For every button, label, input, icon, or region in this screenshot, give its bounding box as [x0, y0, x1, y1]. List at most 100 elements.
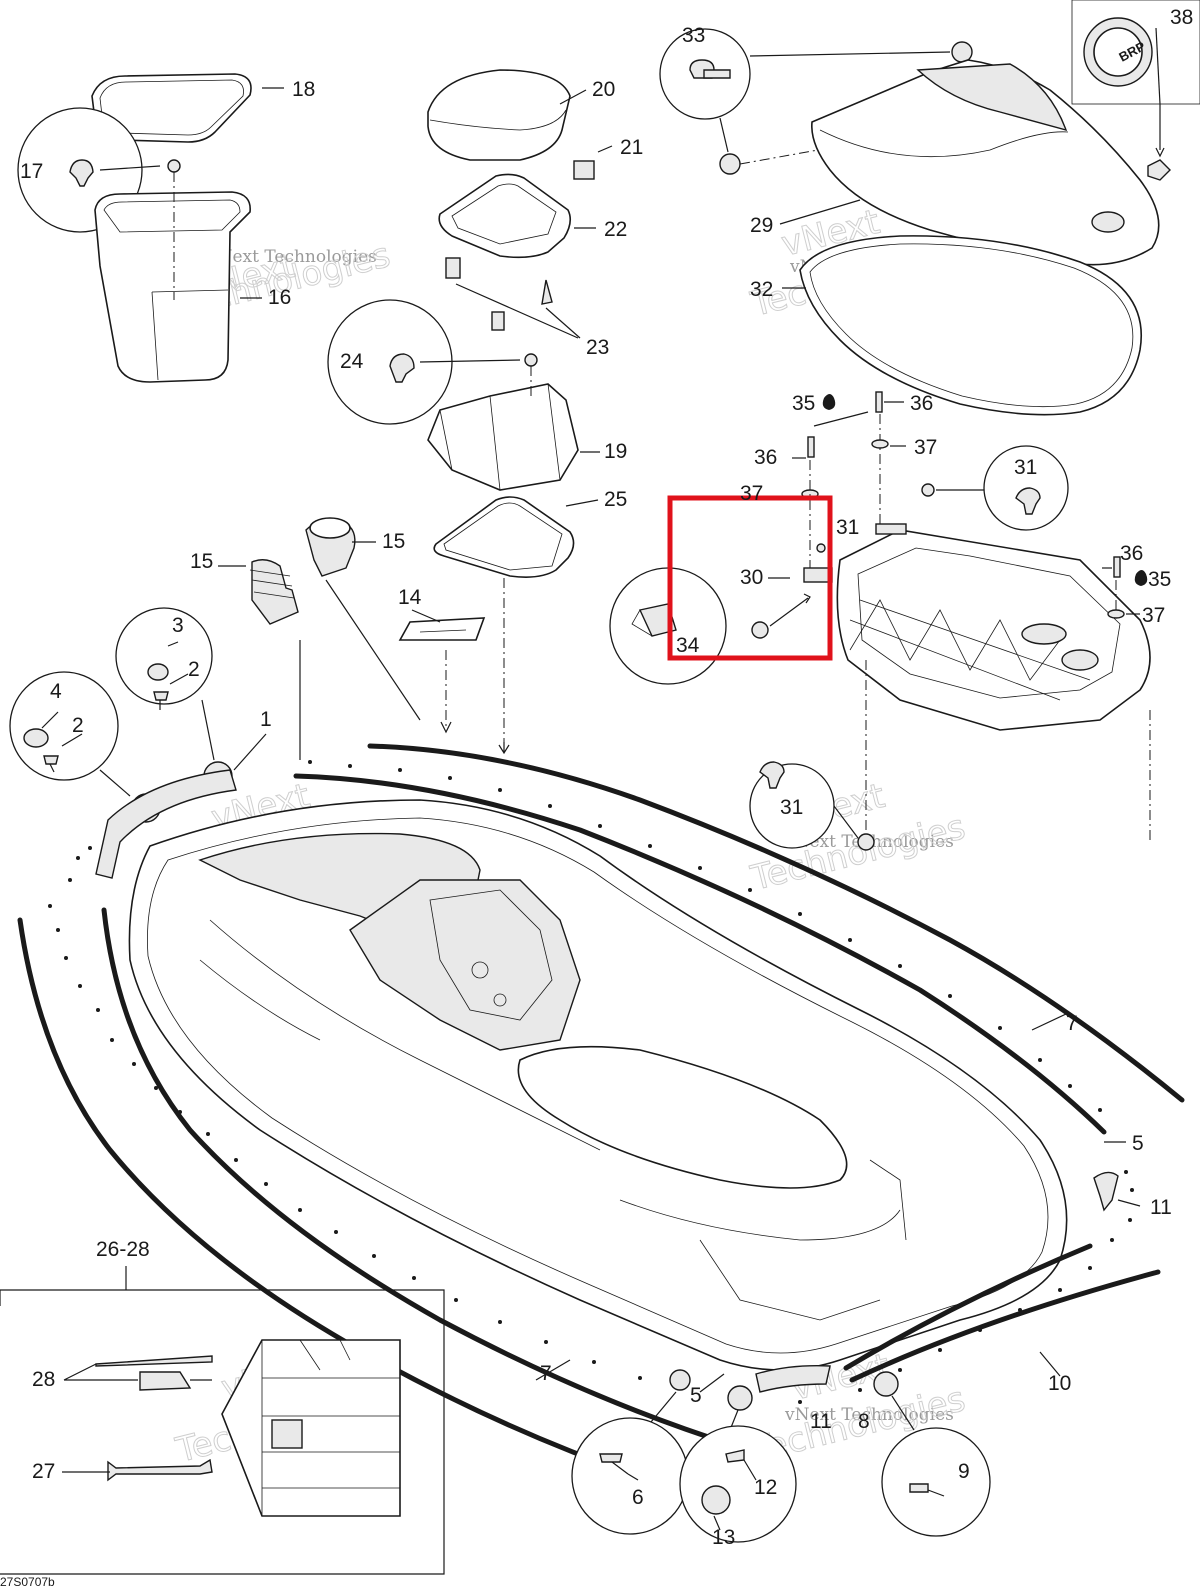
label-7a: 7 — [1066, 1012, 1078, 1035]
stern-cap-11 — [1093, 1171, 1119, 1212]
bellow-15a — [251, 559, 299, 625]
detail-bubble-12 — [679, 1425, 797, 1543]
clip-23b — [541, 279, 553, 305]
label-30: 30 — [740, 566, 763, 589]
glovebox-assembly — [327, 69, 613, 755]
label-4: 4 — [50, 680, 62, 703]
bottom-fasteners — [571, 1369, 991, 1543]
screw-9 — [909, 1483, 929, 1493]
nut-4 — [23, 728, 49, 748]
push-rivet-24 — [389, 353, 415, 383]
label-37c: 37 — [1142, 604, 1165, 627]
glovebox-lid-20 — [427, 69, 571, 161]
label-34: 34 — [676, 634, 700, 657]
label-38: 38 — [1170, 6, 1193, 29]
cap-13 — [701, 1485, 731, 1515]
label-15b: 15 — [382, 530, 405, 553]
label-11b: 11 — [810, 1410, 832, 1433]
label-17: 17 — [20, 160, 43, 183]
label-32: 32 — [750, 278, 773, 301]
label-33: 33 — [682, 24, 705, 47]
document-id: 27S0707b — [0, 1575, 55, 1589]
label-12: 12 — [754, 1476, 777, 1499]
seal-32 — [799, 235, 1142, 416]
label-26-28: 26-28 — [96, 1238, 150, 1261]
label-10: 10 — [1048, 1372, 1071, 1395]
label-18: 18 — [292, 78, 315, 101]
rivet-31b — [759, 761, 785, 789]
top-cover-assembly: BRP — [659, 0, 1200, 416]
label-35a: 35 — [792, 392, 815, 415]
tool-pouch-26 — [221, 1339, 401, 1517]
latch-21 — [573, 160, 595, 180]
label-1: 1 — [260, 708, 272, 731]
label-7b: 7 — [540, 1362, 552, 1385]
steering-console — [349, 879, 581, 1051]
rear-storage-opening — [517, 1045, 848, 1189]
watermark-line: vNext Technologies — [784, 1405, 954, 1425]
label-21: 21 — [620, 136, 643, 159]
label-11a: 11 — [1150, 1196, 1172, 1219]
label-37b: 37 — [740, 482, 763, 505]
top-cover-29 — [811, 59, 1160, 266]
detail-bubble-4 — [9, 671, 119, 781]
label-36c: 36 — [1120, 542, 1143, 565]
clip-23c — [491, 311, 505, 331]
detail-bubble-24 — [327, 299, 453, 425]
clip-34 — [638, 603, 677, 637]
screwdriver-28b — [139, 1371, 192, 1391]
fastener-dots — [48, 760, 1134, 1404]
drop-icon — [822, 394, 836, 410]
label-31a: 31 — [1014, 456, 1037, 479]
storage-bin-assembly — [17, 73, 284, 383]
label-35b: 35 — [1148, 568, 1171, 591]
label-22: 22 — [604, 218, 627, 241]
label-16: 16 — [268, 286, 291, 309]
label-15a: 15 — [190, 550, 213, 573]
label-5b: 5 — [690, 1384, 702, 1407]
detail-bubble-3 — [115, 607, 213, 705]
storage-bin-16 — [94, 191, 251, 383]
gasket-22 — [438, 173, 572, 259]
label-29: 29 — [750, 214, 773, 237]
nut-3 — [147, 663, 169, 681]
hull-assembly — [17, 743, 1185, 1493]
label-3: 3 — [172, 614, 184, 637]
inset-box-38 — [1071, 0, 1200, 105]
label-31c: 31 — [780, 796, 803, 819]
label-37a: 37 — [914, 436, 937, 459]
label-2b: 2 — [72, 714, 84, 737]
label-36b: 36 — [754, 446, 777, 469]
wrench-27 — [107, 1458, 213, 1482]
watermark-line: vNext Technologies — [207, 247, 377, 267]
stern-cap-11b — [755, 1365, 831, 1393]
push-rivet-17 — [69, 159, 94, 187]
label-9: 9 — [958, 1460, 970, 1483]
label-28: 28 — [32, 1368, 55, 1391]
glovebox-tub-19 — [427, 383, 579, 491]
label-2a: 2 — [188, 658, 200, 681]
label-36a: 36 — [910, 392, 933, 415]
label-5a: 5 — [1132, 1132, 1144, 1155]
label-25: 25 — [604, 488, 627, 511]
drop-icon — [1134, 570, 1148, 586]
detail-bubble-9 — [881, 1427, 991, 1537]
part-labels: 1 2 2 3 4 5 5 6 7 7 8 9 10 11 11 12 13 1… — [0, 6, 1193, 1589]
rivet-31 — [1015, 487, 1041, 515]
screw-6 — [599, 1453, 623, 1463]
label-8: 8 — [858, 1410, 870, 1433]
label-14: 14 — [398, 586, 422, 609]
label-23: 23 — [586, 336, 609, 359]
highlight-box — [667, 495, 833, 661]
nose-bumper-1 — [95, 769, 237, 879]
label-6: 6 — [632, 1486, 644, 1509]
detail-bubble-6 — [571, 1417, 689, 1535]
left-small-parts — [9, 517, 486, 879]
tool-kit-inset — [0, 1266, 445, 1575]
label-24: 24 — [340, 350, 364, 373]
label-19: 19 — [604, 440, 627, 463]
label-20: 20 — [592, 78, 615, 101]
screwdriver-28a — [95, 1355, 213, 1367]
plate-14 — [398, 617, 486, 641]
